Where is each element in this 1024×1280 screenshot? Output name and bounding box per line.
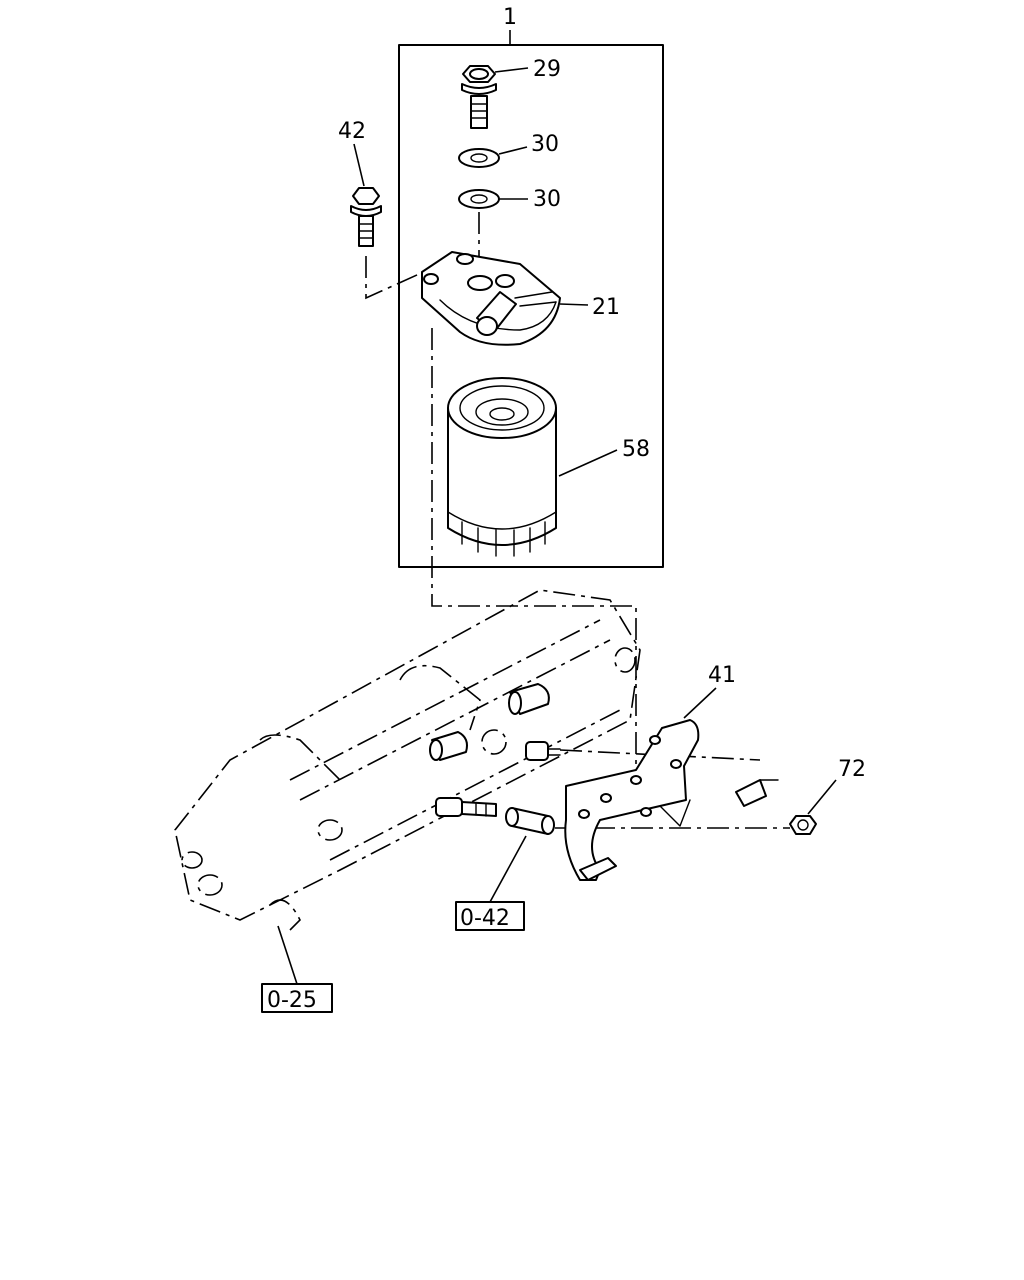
ref-box-manifold[interactable]: 0-25 — [261, 983, 333, 1013]
callout-assembly[interactable]: 1 — [503, 5, 517, 30]
callout-washer-lower[interactable]: 30 — [533, 187, 561, 212]
callout-filter-head[interactable]: 21 — [592, 295, 620, 320]
callout-washer-upper[interactable]: 30 — [531, 132, 559, 157]
ref-label-manifold: 0-25 — [267, 988, 317, 1013]
stud-lower[interactable] — [435, 797, 497, 817]
manifold-lugs — [429, 683, 550, 761]
manifold-phantom — [174, 589, 641, 931]
spacer-sleeve[interactable] — [505, 807, 555, 835]
filter-head[interactable] — [421, 251, 561, 346]
callout-bolt-side[interactable]: 42 — [338, 119, 366, 144]
nut[interactable] — [789, 815, 817, 835]
stud-upper[interactable] — [525, 741, 561, 761]
bolt-top[interactable] — [461, 65, 497, 129]
callout-filter-element[interactable]: 58 — [622, 437, 650, 462]
callout-bracket[interactable]: 41 — [708, 663, 736, 688]
ref-box-stud[interactable]: 0-42 — [455, 901, 525, 931]
ref-label-stud: 0-42 — [460, 906, 510, 931]
callout-nut[interactable]: 72 — [838, 757, 866, 782]
washer-lower[interactable] — [458, 189, 500, 209]
assembly-frame — [398, 30, 664, 568]
bolt-side[interactable] — [350, 187, 382, 247]
washer-upper[interactable] — [458, 148, 500, 168]
filter-element[interactable] — [447, 377, 557, 557]
bracket[interactable] — [564, 719, 779, 881]
callout-bolt-top[interactable]: 29 — [533, 57, 561, 82]
